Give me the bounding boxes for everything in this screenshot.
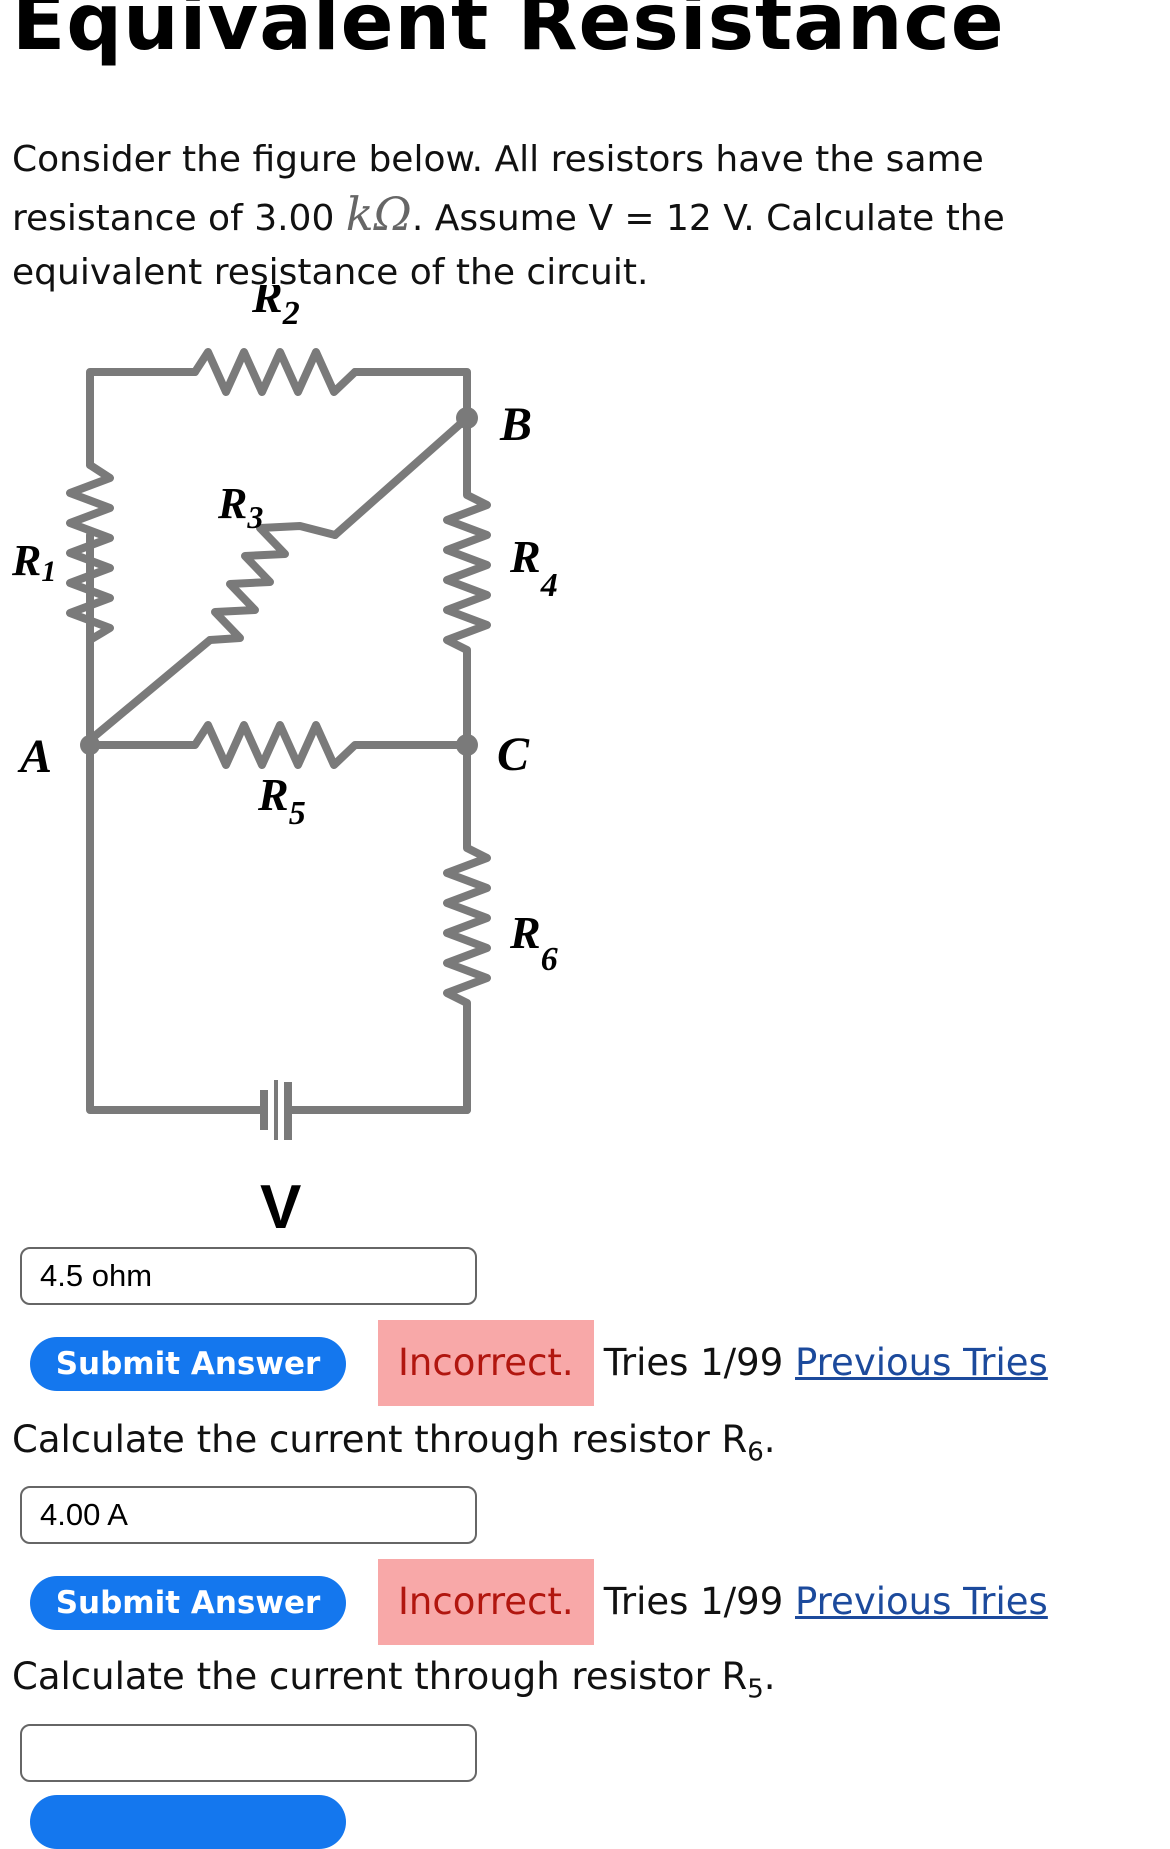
- bottom-wire: [86, 741, 471, 1114]
- problem-text-start: Consider the figure below. All resistors…: [12, 139, 984, 239]
- equivalent-resistance-input[interactable]: [20, 1247, 477, 1305]
- battery-label: V: [260, 1173, 301, 1230]
- r4-label: R4: [509, 531, 558, 604]
- node-c-dot: [456, 734, 478, 756]
- r5-label: R5: [257, 769, 306, 832]
- r6-label: R6: [509, 907, 558, 978]
- submit-answer-button-2[interactable]: Submit Answer: [30, 1576, 346, 1630]
- feedback-row-2: Incorrect.Tries 1/99 Previous Tries: [378, 1559, 1170, 1645]
- r1-label: R1: [11, 536, 56, 588]
- diagonal-wire: [86, 414, 471, 744]
- resistor-r2: [191, 348, 359, 396]
- tries-count: Tries 1/99: [603, 1580, 784, 1623]
- tries-count: Tries 1/99: [603, 1341, 784, 1384]
- feedback-row-1: Incorrect.Tries 1/99 Previous Tries: [378, 1320, 1170, 1406]
- page-title: Equivalent Resistance: [12, 0, 1005, 68]
- resistor-r6: [443, 741, 491, 1114]
- question-current-r6: Calculate the current through resistor R…: [12, 1418, 776, 1468]
- node-a-label: A: [17, 730, 52, 783]
- submit-answer-button-1[interactable]: Submit Answer: [30, 1337, 346, 1391]
- circuit-diagram: R2 R3 R1 R4 R5 R6 B C A V: [11, 285, 558, 1230]
- node-b-dot: [456, 407, 478, 429]
- submit-answer-button-3[interactable]: [30, 1795, 346, 1849]
- r3-label: R3: [217, 479, 263, 535]
- current-r5-input[interactable]: [20, 1724, 477, 1782]
- current-r6-input[interactable]: [20, 1486, 477, 1544]
- kilo-ohm-unit: kΩ: [345, 187, 412, 241]
- battery: [260, 1080, 292, 1140]
- resistor-r3: [206, 522, 339, 644]
- node-a-dot: [80, 735, 100, 755]
- resistor-r1: [66, 461, 114, 744]
- node-c-label: C: [497, 728, 530, 781]
- resistor-r4: [443, 414, 491, 749]
- incorrect-badge: Incorrect.: [378, 1559, 594, 1645]
- node-b-label: B: [499, 398, 532, 451]
- r2-label: R2: [251, 285, 300, 332]
- previous-tries-link[interactable]: Previous Tries: [795, 1341, 1048, 1384]
- problem-text-end: . Assume V = 12 V. Calculate the equival…: [12, 198, 1005, 293]
- incorrect-badge: Incorrect.: [378, 1320, 594, 1406]
- previous-tries-link[interactable]: Previous Tries: [795, 1580, 1048, 1623]
- problem-statement: Consider the figure below. All resistors…: [12, 133, 1152, 300]
- resistor-r5: [86, 721, 471, 769]
- question-current-r5: Calculate the current through resistor R…: [12, 1655, 776, 1705]
